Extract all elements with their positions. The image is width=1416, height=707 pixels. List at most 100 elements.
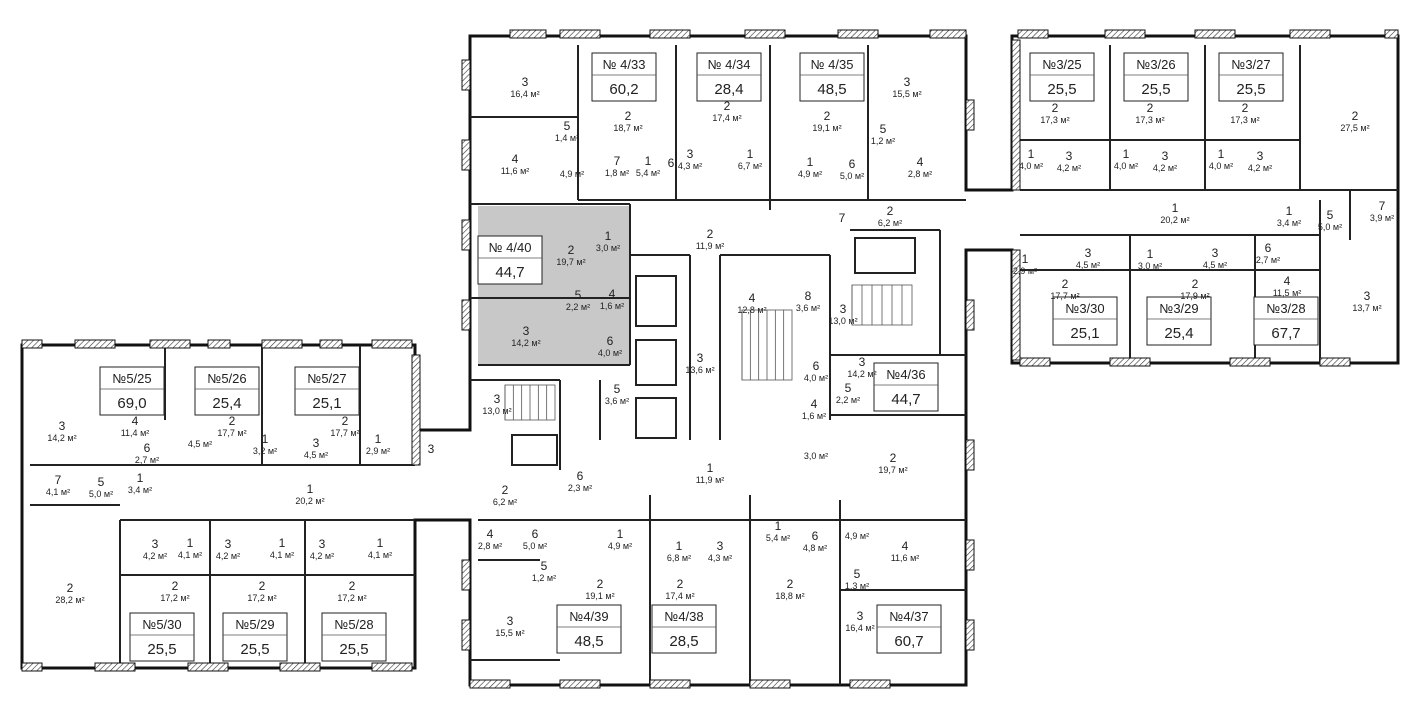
window [187, 662, 229, 672]
window [1289, 29, 1331, 39]
room-number: 2 [824, 109, 831, 123]
apartment-area: 25,5 [147, 641, 176, 658]
room-label: 4,9 м² [560, 169, 584, 179]
room-area: 4,2 м² [1248, 163, 1272, 173]
room-area: 1,3 м² [845, 581, 869, 591]
room-area: 3,9 м² [1370, 213, 1394, 223]
room-label: 217,2 м² [247, 579, 276, 603]
room-number: 1 [605, 229, 612, 243]
room-number: 5 [575, 288, 582, 302]
room-label: 14,9 м² [798, 155, 822, 179]
room-label: 13,2 м² [253, 432, 277, 456]
room-number: 3 [1066, 149, 1073, 163]
room-area: 2,8 м² [908, 169, 932, 179]
window [319, 339, 343, 349]
window [461, 219, 471, 251]
room-area: 2,2 м² [566, 302, 590, 312]
room-label: 26,2 м² [493, 483, 517, 507]
window [509, 29, 547, 39]
room-label: 14,1 м² [178, 536, 202, 560]
room-area: 18,8 м² [775, 591, 804, 601]
room-number: 3 [1257, 149, 1264, 163]
apartment-number: №4/39 [569, 609, 608, 624]
room-number: 2 [707, 227, 714, 241]
room-label: 34,5 м² [304, 436, 328, 460]
room-number: 4 [902, 539, 909, 553]
room-number: 2 [67, 581, 74, 595]
window [461, 139, 471, 171]
room-label: 315,5 м² [892, 75, 921, 99]
room-label: 62,7 м² [1256, 241, 1280, 265]
window [965, 619, 975, 651]
room-label: 34,2 м² [1248, 149, 1272, 173]
room-number: 2 [568, 243, 575, 257]
room-area: 17,2 м² [337, 593, 366, 603]
apartment-number: №5/26 [207, 371, 246, 386]
room-number: 2 [229, 414, 236, 428]
window [649, 29, 691, 39]
room-number: 4 [749, 291, 756, 305]
room-number: 1 [676, 539, 683, 553]
apartment-area: 25,5 [339, 641, 368, 658]
room-area: 4,1 м² [270, 550, 294, 560]
room-area: 6,2 м² [493, 497, 517, 507]
room-area: 28,2 м² [55, 595, 84, 605]
room-label: 313,0 м² [828, 302, 857, 326]
room-number: 3 [59, 419, 66, 433]
window [749, 679, 791, 689]
room-number: 3 [859, 355, 866, 369]
window [965, 299, 975, 331]
room-number: 3 [152, 537, 159, 551]
room-number: 2 [1052, 101, 1059, 115]
apartment-area: 60,2 [609, 81, 638, 98]
room-label: 4,5 м² [188, 439, 212, 449]
room-number: 3 [313, 436, 320, 450]
room-number: 1 [1123, 147, 1130, 161]
room-number: 3 [904, 75, 911, 89]
room-label: 219,7 м² [556, 243, 585, 267]
room-area: 14,2 м² [47, 433, 76, 443]
apartment-area: 25,5 [240, 641, 269, 658]
room-label: 34,2 м² [216, 537, 240, 561]
elevator-shaft [854, 237, 916, 274]
room-area: 6,8 м² [667, 553, 691, 563]
room-area: 17,3 м² [1230, 115, 1259, 125]
room-label: 120,2 м² [1160, 201, 1189, 225]
room-label: 62,7 м² [135, 441, 159, 465]
room-label: 64,0 м² [598, 334, 622, 358]
room-area: 4,2 м² [310, 551, 334, 561]
apartment-number: №3/30 [1065, 301, 1104, 316]
room-label: 14,1 м² [270, 536, 294, 560]
room-number: 2 [625, 109, 632, 123]
room-area: 1,4 м² [555, 133, 579, 143]
room-label: 73,9 м² [1370, 199, 1394, 223]
room-area: 4,3 м² [678, 161, 702, 171]
room-label: 3,0 м² [804, 451, 828, 461]
room-label: 13,0 м² [1138, 247, 1162, 271]
room-label: 71,8 м² [605, 154, 629, 178]
room-area: 2,9 м² [1013, 266, 1037, 276]
room-area: 19,1 м² [812, 123, 841, 133]
room-label: 217,3 м² [1040, 101, 1069, 125]
window [371, 662, 413, 672]
